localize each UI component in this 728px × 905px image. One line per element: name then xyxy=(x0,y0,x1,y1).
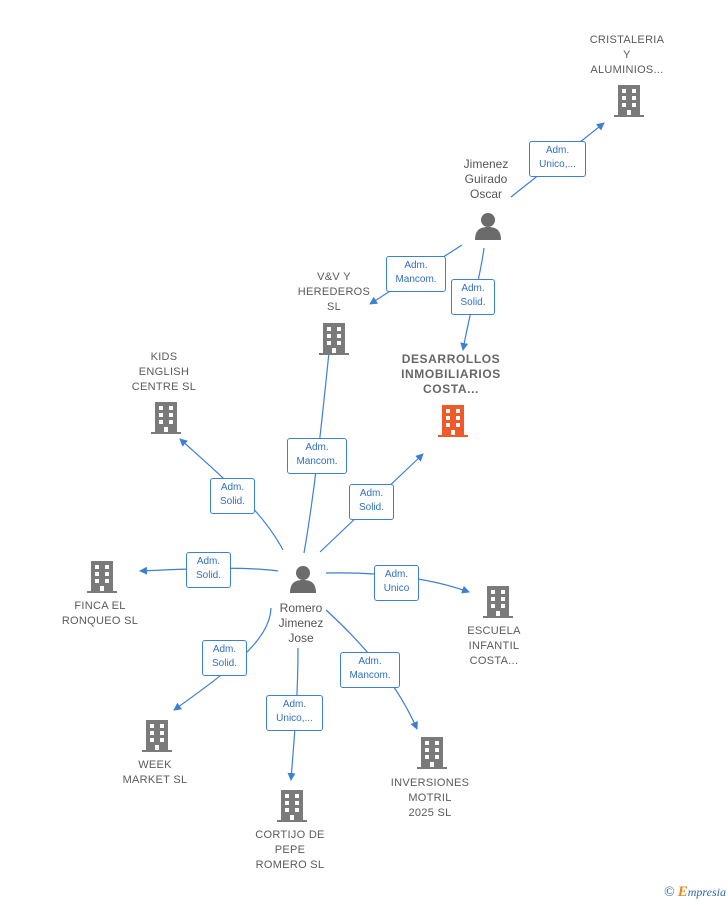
copyright-icon: © xyxy=(664,885,675,900)
edge-label-romero-inversiones: Adm. Mancom. xyxy=(340,652,400,688)
person-label-jimenez[interactable]: Jimenez Guirado Oscar xyxy=(463,157,509,201)
company-label-inversiones[interactable]: INVERSIONES MOTRIL 2025 SL xyxy=(390,777,470,819)
building-icon-finca xyxy=(87,561,117,593)
person-icon-romero xyxy=(290,566,316,593)
brand-name: mpresia xyxy=(687,885,726,899)
edge-label-romero-desarrollos: Adm. Solid. xyxy=(349,484,394,520)
company-label-desarrollos[interactable]: DESARROLLOS INMOBILIARIOS COSTA... xyxy=(401,352,501,396)
building-icon-escuela xyxy=(483,586,513,618)
company-label-kids[interactable]: KIDS ENGLISH CENTRE SL xyxy=(131,351,197,393)
company-label-finca[interactable]: FINCA EL RONQUEO SL xyxy=(61,600,139,627)
person-icon-jimenez xyxy=(475,213,501,240)
company-label-cortijo[interactable]: CORTIJO DE PEPE ROMERO SL xyxy=(255,829,325,871)
edge-label-jimenez-vyv: Adm. Mancom. xyxy=(386,256,446,292)
edge-label-romero-finca: Adm. Solid. xyxy=(186,552,231,588)
person-label-romero[interactable]: Romero Jimenez Jose xyxy=(278,601,324,645)
edge-label-jimenez-cristaleria: Adm. Unico,... xyxy=(529,141,586,177)
company-label-vyv[interactable]: V&V Y HEREDEROS SL xyxy=(297,271,371,313)
building-icon-cortijo xyxy=(277,790,307,822)
building-icon-inversiones xyxy=(417,737,447,769)
edge-label-jimenez-desarrollos: Adm. Solid. xyxy=(451,279,495,315)
building-icon-vyv xyxy=(319,323,349,355)
company-label-cristaleria[interactable]: CRISTALERIA Y ALUMINIOS... xyxy=(589,34,665,76)
edge-label-romero-week: Adm. Solid. xyxy=(202,640,247,676)
edge-label-romero-cortijo: Adm. Unico,... xyxy=(266,695,323,731)
building-icon-cristaleria xyxy=(614,85,644,117)
edge-label-romero-kids: Adm. Solid. xyxy=(210,478,255,514)
brand-footer[interactable]: ©Empresia xyxy=(664,884,726,901)
building-icon-week xyxy=(142,720,172,752)
building-icon-kids xyxy=(151,402,181,434)
company-label-week[interactable]: WEEK MARKET SL xyxy=(122,759,188,786)
building-icon-desarrollos xyxy=(438,405,468,437)
brand-initial: E xyxy=(677,884,688,900)
edge-label-romero-vyv: Adm. Mancom. xyxy=(287,438,347,474)
edge-label-romero-escuela: Adm. Unico xyxy=(374,565,419,601)
company-label-escuela[interactable]: ESCUELA INFANTIL COSTA... xyxy=(467,625,521,667)
